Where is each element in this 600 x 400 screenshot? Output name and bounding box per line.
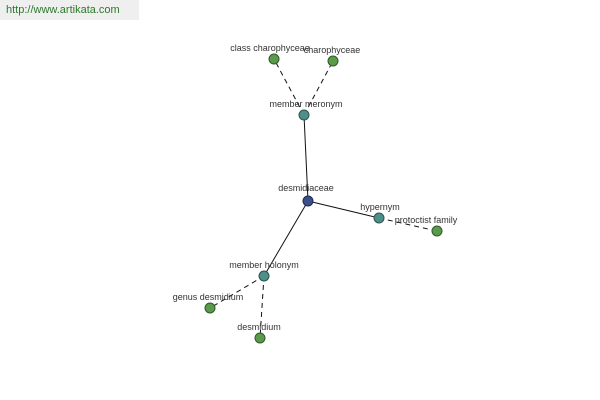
node-charophyceae[interactable] [327,55,339,67]
edge-holonym-genus-desmidium [209,275,265,309]
node-member-holonym[interactable] [258,270,270,282]
node-desmidium[interactable] [254,332,266,344]
edge-center-meronym [303,114,309,202]
label-center: desmidiaceae [278,183,334,193]
label-charophyceae: charophyceae [304,45,361,55]
edge-hypernym-protoctist-family [378,217,438,232]
label-member-meronym: member meronym [269,99,342,109]
node-member-meronym[interactable] [298,109,310,121]
node-hypernym[interactable] [373,212,385,224]
label-desmidium: desmidium [237,322,281,332]
edge-meronym-class-charophyceae [273,58,305,116]
edge-center-holonym [263,200,309,277]
label-class-charophyceae: class charophyceae [230,43,310,53]
node-center[interactable] [302,195,314,207]
edge-center-hypernym [307,200,380,219]
label-member-holonym: member holonym [229,260,299,270]
node-class-charophyceae[interactable] [268,53,280,65]
label-protoctist-family: protoctist family [395,215,458,225]
edge-meronym-charophyceae [303,60,334,116]
label-genus-desmidium: genus desmidium [173,292,244,302]
node-genus-desmidium[interactable] [204,302,216,314]
label-hypernym: hypernym [360,202,400,212]
edge-holonym-desmidium [259,275,265,339]
node-protoctist-family[interactable] [431,225,443,237]
watermark-link[interactable]: http://www.artikata.com [0,0,139,20]
